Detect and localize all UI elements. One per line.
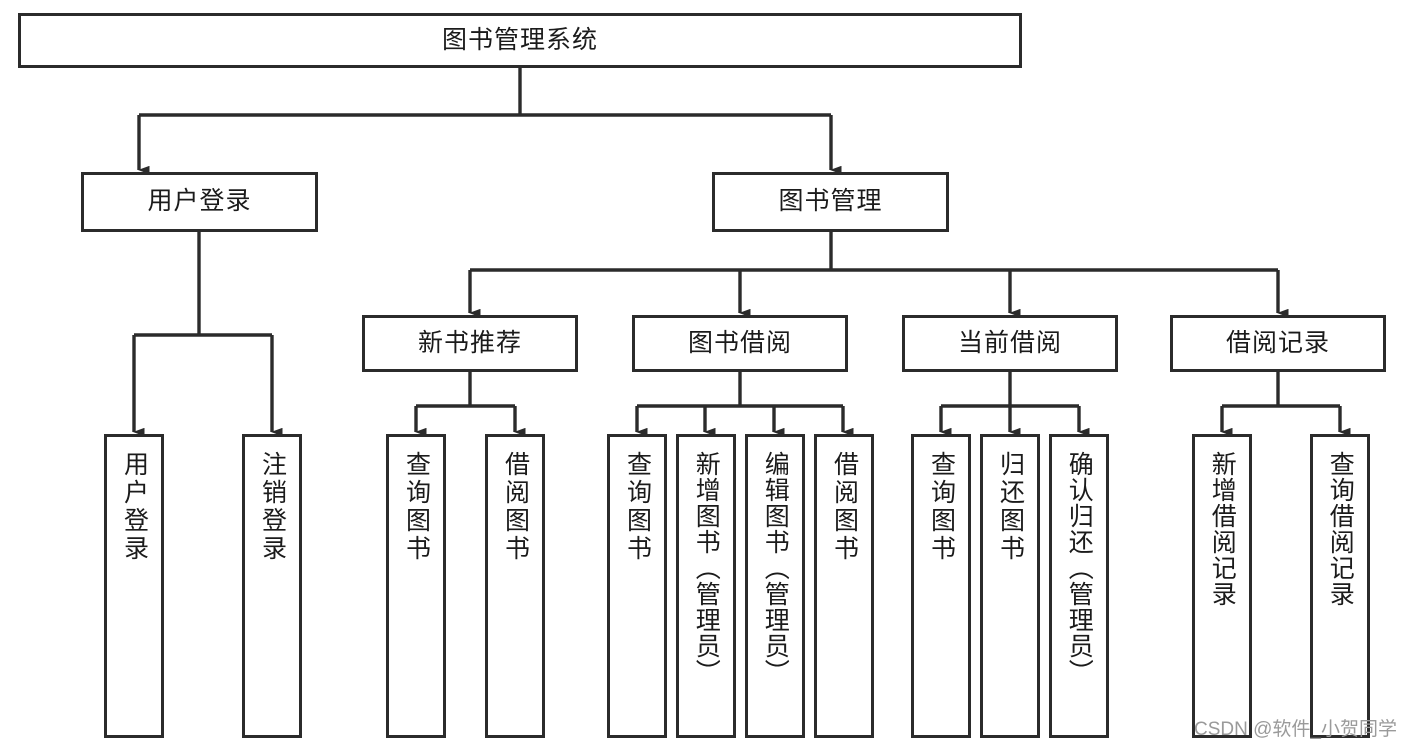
- node-leaf-query-book-2[interactable]: 查询图书: [607, 434, 667, 738]
- node-leaf-add-borrow-record[interactable]: 新增借阅记录: [1192, 434, 1252, 738]
- node-user-login-label: 用户登录: [147, 187, 252, 216]
- node-leaf-query-book-1-label: 查询图书: [402, 451, 431, 563]
- node-book-borrow-label: 图书借阅: [687, 328, 792, 357]
- node-borrow-record[interactable]: 借阅记录: [1170, 315, 1386, 372]
- node-leaf-borrow-book-1[interactable]: 借阅图书: [485, 434, 545, 738]
- node-leaf-confirm-return-admin[interactable]: 确认归还（管理员）: [1049, 434, 1109, 738]
- node-book-manage[interactable]: 图书管理: [712, 172, 949, 232]
- node-root-system-label: 图书管理系统: [441, 25, 598, 54]
- node-current-borrow-label: 当前借阅: [957, 328, 1062, 357]
- node-leaf-user-logout[interactable]: 注销登录: [242, 434, 302, 738]
- node-leaf-user-logout-label: 注销登录: [258, 451, 287, 563]
- node-leaf-return-book-label: 归还图书: [996, 451, 1025, 563]
- node-leaf-add-borrow-record-label: 新增借阅记录: [1208, 451, 1237, 607]
- node-leaf-query-book-2-label: 查询图书: [623, 451, 652, 563]
- node-leaf-user-login[interactable]: 用户登录: [104, 434, 164, 738]
- node-leaf-borrow-book-2[interactable]: 借阅图书: [814, 434, 874, 738]
- node-current-borrow[interactable]: 当前借阅: [902, 315, 1118, 372]
- node-leaf-query-book-3[interactable]: 查询图书: [911, 434, 971, 738]
- node-leaf-edit-book-admin-label: 编辑图书（管理员）: [761, 451, 790, 685]
- node-root-system[interactable]: 图书管理系统: [18, 13, 1022, 68]
- node-leaf-borrow-book-1-label: 借阅图书: [501, 451, 530, 563]
- node-leaf-query-borrow-record[interactable]: 查询借阅记录: [1310, 434, 1370, 738]
- node-leaf-user-login-label: 用户登录: [120, 451, 149, 563]
- node-new-book-recommend-label: 新书推荐: [417, 328, 522, 357]
- node-leaf-confirm-return-admin-label: 确认归还（管理员）: [1065, 451, 1094, 685]
- csdn-watermark: CSDN @软件_小贺同学: [1194, 719, 1397, 740]
- node-leaf-edit-book-admin[interactable]: 编辑图书（管理员）: [745, 434, 805, 738]
- node-leaf-add-book-admin-label: 新增图书（管理员）: [692, 451, 721, 685]
- node-book-borrow[interactable]: 图书借阅: [632, 315, 848, 372]
- node-borrow-record-label: 借阅记录: [1225, 328, 1330, 357]
- node-leaf-query-borrow-record-label: 查询借阅记录: [1326, 451, 1355, 607]
- node-leaf-query-book-3-label: 查询图书: [927, 451, 956, 563]
- node-book-manage-label: 图书管理: [778, 187, 883, 216]
- node-user-login[interactable]: 用户登录: [81, 172, 318, 232]
- node-leaf-query-book-1[interactable]: 查询图书: [386, 434, 446, 738]
- node-leaf-add-book-admin[interactable]: 新增图书（管理员）: [676, 434, 736, 738]
- node-leaf-borrow-book-2-label: 借阅图书: [830, 451, 859, 563]
- node-leaf-return-book[interactable]: 归还图书: [980, 434, 1040, 738]
- node-new-book-recommend[interactable]: 新书推荐: [362, 315, 578, 372]
